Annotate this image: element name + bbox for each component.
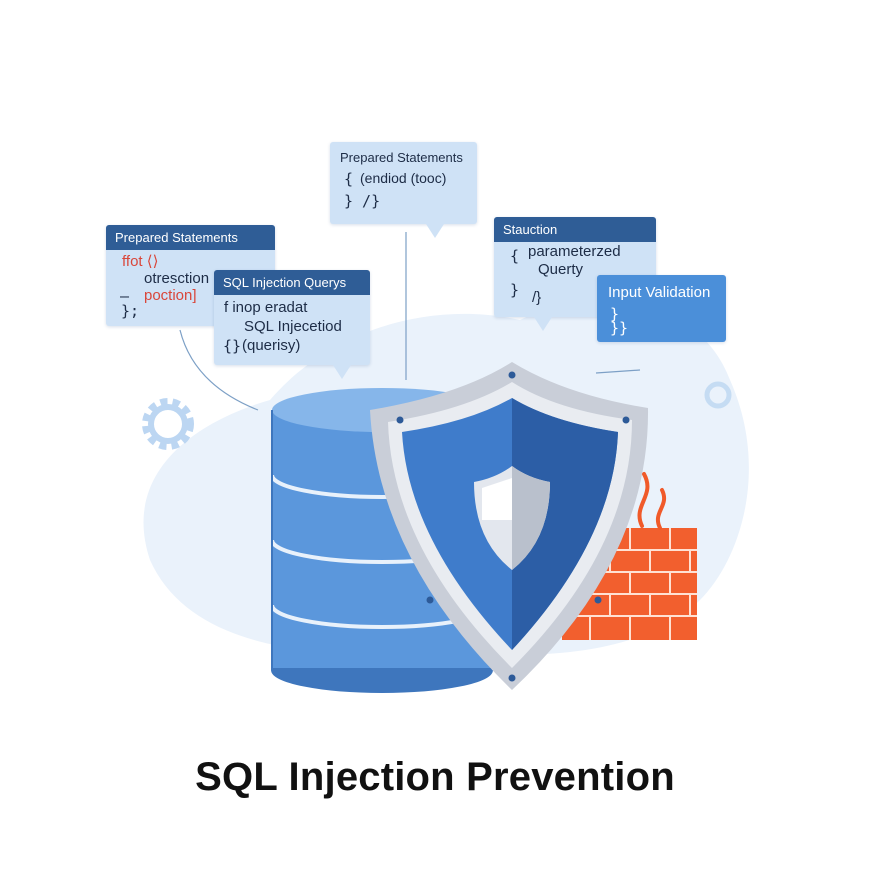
code-line: (endiod (tooc) bbox=[360, 170, 447, 186]
code-line: }} bbox=[610, 319, 629, 337]
card-tail bbox=[534, 317, 552, 331]
code-line: (querisy) bbox=[242, 337, 301, 354]
code-line: poction] bbox=[144, 287, 197, 304]
code-line: } /} bbox=[344, 192, 381, 210]
card-header: Input Validation bbox=[608, 284, 711, 301]
card-header: Stauction bbox=[494, 217, 656, 242]
code-card-sql-injection-querys: SQL Injection Querys f inop eradat SQL I… bbox=[214, 270, 370, 365]
page-title: SQL Injection Prevention bbox=[195, 755, 675, 799]
card-header: Prepared Statements bbox=[106, 225, 275, 250]
code-line: SQL Injecetiod bbox=[244, 318, 342, 335]
code-line: parameterzed bbox=[528, 243, 621, 260]
connector-line bbox=[179, 329, 259, 411]
card-tail bbox=[333, 365, 351, 379]
code-line: – bbox=[120, 287, 130, 305]
gear-icon bbox=[142, 398, 194, 450]
code-line: /} bbox=[532, 289, 542, 306]
code-line: } bbox=[510, 281, 520, 299]
code-card-input-validation: Input Validation } }} bbox=[597, 275, 726, 342]
code-line: Querty bbox=[538, 261, 584, 278]
code-line: ffot ⟨⟩ bbox=[122, 253, 159, 270]
card-tail bbox=[426, 224, 444, 238]
code-line: f inop eradat bbox=[224, 299, 308, 316]
shield-icon bbox=[370, 362, 649, 690]
code-line: }; bbox=[121, 302, 140, 320]
code-line: otresction bbox=[144, 270, 210, 287]
ring-icon bbox=[704, 381, 732, 409]
code-line: { bbox=[510, 247, 520, 265]
code-line: } bbox=[610, 305, 620, 323]
card-header: SQL Injection Querys bbox=[214, 270, 370, 295]
connector-line bbox=[595, 369, 641, 374]
code-card-prepared-statements-top: Prepared Statements { (endiod (tooc) } /… bbox=[330, 142, 477, 224]
card-header: Prepared Statements bbox=[340, 150, 463, 165]
code-line: {} bbox=[223, 337, 242, 355]
code-line: { bbox=[344, 170, 354, 188]
